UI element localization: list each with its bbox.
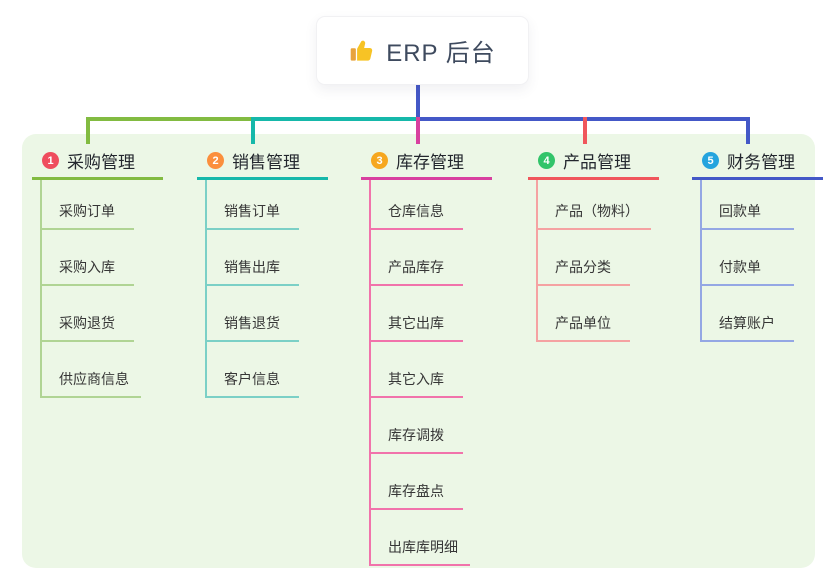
branch-children-finance: 回款单 付款单 结算账户 — [700, 180, 794, 342]
branch-children-product: 产品（物料） 产品分类 产品单位 — [536, 180, 651, 342]
node-customer-info[interactable]: 客户信息 — [207, 342, 299, 398]
drop-line-purchase — [86, 117, 90, 144]
branch-finance: 5 财务管理 回款单 付款单 结算账户 — [692, 146, 823, 342]
node-label: 销售退货 — [224, 315, 280, 331]
node-other-inbound[interactable]: 其它入库 — [371, 342, 463, 398]
node-label: 回款单 — [719, 203, 761, 219]
badge-2: 2 — [207, 152, 224, 169]
node-label: 出库库明细 — [388, 539, 458, 555]
node-label: 其它出库 — [388, 315, 444, 331]
branch-product: 4 产品管理 产品（物料） 产品分类 产品单位 — [528, 146, 659, 342]
node-label: 客户信息 — [224, 371, 280, 387]
root-connector-line — [416, 82, 420, 118]
drop-line-finance — [746, 117, 750, 144]
branch-header-finance[interactable]: 5 财务管理 — [692, 146, 823, 180]
node-product-material[interactable]: 产品（物料） — [538, 180, 651, 230]
badge-5: 5 — [702, 152, 719, 169]
node-product-category[interactable]: 产品分类 — [538, 230, 630, 286]
branch-label: 库存管理 — [396, 153, 464, 172]
branch-label: 销售管理 — [232, 153, 300, 172]
thumbs-up-icon — [349, 37, 376, 64]
node-label: 结算账户 — [719, 315, 775, 331]
node-other-outbound[interactable]: 其它出库 — [371, 286, 463, 342]
node-sales-outbound[interactable]: 销售出库 — [207, 230, 299, 286]
node-label: 仓库信息 — [388, 203, 444, 219]
node-settlement-account[interactable]: 结算账户 — [702, 286, 794, 342]
branch-sales: 2 销售管理 销售订单 销售出库 销售退货 客户信息 — [197, 146, 328, 398]
node-purchase-inbound[interactable]: 采购入库 — [42, 230, 134, 286]
node-stock-transfer[interactable]: 库存调拨 — [371, 398, 463, 454]
node-label: 产品（物料） — [555, 203, 639, 219]
branch-header-inventory[interactable]: 3 库存管理 — [361, 146, 492, 180]
branch-children-purchase: 采购订单 采购入库 采购退货 供应商信息 — [40, 180, 141, 398]
node-label: 销售出库 — [224, 259, 280, 275]
branch-label: 产品管理 — [563, 153, 631, 172]
badge-4: 4 — [538, 152, 555, 169]
badge-1: 1 — [42, 152, 59, 169]
node-label: 采购订单 — [59, 203, 115, 219]
node-label: 采购入库 — [59, 259, 115, 275]
root-title: ERP 后台 — [386, 40, 496, 67]
node-label: 产品单位 — [555, 315, 611, 331]
branch-purchase: 1 采购管理 采购订单 采购入库 采购退货 供应商信息 — [32, 146, 163, 398]
node-payment-slip[interactable]: 付款单 — [702, 230, 794, 286]
branches-panel — [22, 134, 815, 568]
branch-label: 采购管理 — [67, 153, 135, 172]
node-stock-count[interactable]: 库存盘点 — [371, 454, 463, 510]
branch-header-product[interactable]: 4 产品管理 — [528, 146, 659, 180]
node-label: 付款单 — [719, 259, 761, 275]
branch-header-sales[interactable]: 2 销售管理 — [197, 146, 328, 180]
node-receipt-slip[interactable]: 回款单 — [702, 180, 794, 230]
node-label: 库存调拨 — [388, 427, 444, 443]
node-product-unit[interactable]: 产品单位 — [538, 286, 630, 342]
branch-inventory: 3 库存管理 仓库信息 产品库存 其它出库 其它入库 库存调拨 库存盘点 出库库… — [361, 146, 492, 566]
node-purchase-return[interactable]: 采购退货 — [42, 286, 134, 342]
badge-3: 3 — [371, 152, 388, 169]
branch-label: 财务管理 — [727, 153, 795, 172]
node-label: 供应商信息 — [59, 371, 129, 387]
drop-line-inventory — [416, 117, 420, 144]
node-warehouse-info[interactable]: 仓库信息 — [371, 180, 463, 230]
drop-line-sales — [251, 117, 255, 144]
node-product-stock[interactable]: 产品库存 — [371, 230, 463, 286]
branch-children-inventory: 仓库信息 产品库存 其它出库 其它入库 库存调拨 库存盘点 出库库明细 — [369, 180, 470, 566]
node-supplier-info[interactable]: 供应商信息 — [42, 342, 141, 398]
branch-header-purchase[interactable]: 1 采购管理 — [32, 146, 163, 180]
branch-children-sales: 销售订单 销售出库 销售退货 客户信息 — [205, 180, 299, 398]
node-label: 销售订单 — [224, 203, 280, 219]
node-label: 产品库存 — [388, 259, 444, 275]
drop-line-product — [583, 117, 587, 144]
node-purchase-order[interactable]: 采购订单 — [42, 180, 134, 230]
node-label: 库存盘点 — [388, 483, 444, 499]
bus-segment-purchase — [86, 117, 253, 121]
node-sales-return[interactable]: 销售退货 — [207, 286, 299, 342]
node-sales-order[interactable]: 销售订单 — [207, 180, 299, 230]
bus-segment-sales — [253, 117, 418, 121]
root-node-erp[interactable]: ERP 后台 — [316, 16, 529, 85]
node-label: 采购退货 — [59, 315, 115, 331]
node-inout-detail[interactable]: 出库库明细 — [371, 510, 470, 566]
node-label: 产品分类 — [555, 259, 611, 275]
node-label: 其它入库 — [388, 371, 444, 387]
